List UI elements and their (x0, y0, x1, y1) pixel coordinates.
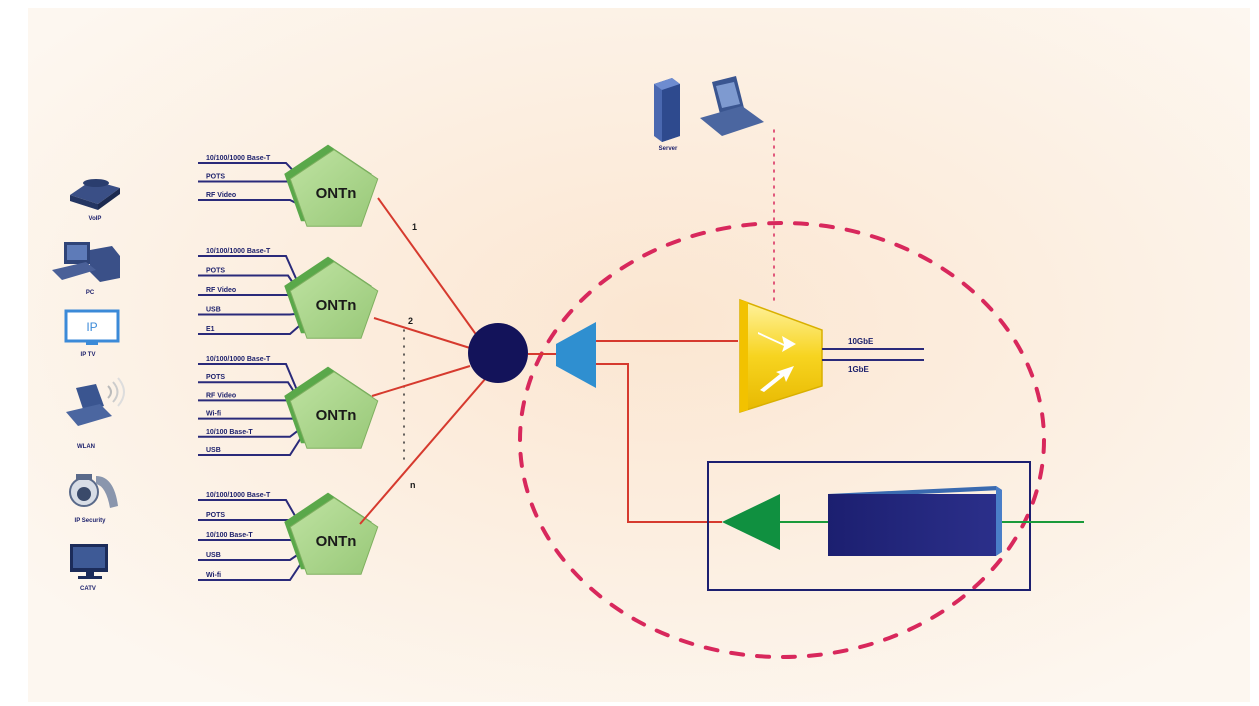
ont-port-label: 10/100 Base-T (206, 429, 253, 436)
ont-port-label: 10/100/1000 Base-T (206, 155, 271, 162)
ont-pentagon (289, 149, 379, 227)
ont-pentagon (289, 371, 379, 449)
branch-number: 2 (408, 316, 413, 326)
wdm-coupler (556, 322, 596, 388)
server-tower-icon (654, 78, 680, 142)
ont-port-label: RF Video (206, 392, 236, 399)
background-panel (28, 8, 1250, 702)
device-label-voip: VoIP (89, 216, 102, 222)
transmitter-block (828, 486, 1002, 556)
device-label-iptv: IP TV (81, 352, 96, 358)
pc-icon (52, 242, 120, 282)
device-label-catv: CATV (80, 586, 96, 592)
olt-arrow-lower (760, 366, 794, 392)
ip-security-camera-icon (69, 474, 118, 508)
amplifier-triangle (722, 494, 780, 550)
device-label-pc: PC (86, 290, 95, 296)
catv-icon (70, 544, 108, 579)
server-group: Server (654, 76, 764, 152)
voip-phone-icon (70, 179, 120, 210)
ont-port-label: POTS (206, 174, 225, 181)
ont-port-label: POTS (206, 374, 225, 381)
olt-output-1gbe-label: 1GbE (848, 365, 870, 374)
device-ip-security: IP Security (69, 474, 118, 524)
amplifier-enclosure (707, 461, 1031, 591)
fiber-link-1 (377, 197, 481, 341)
ont-port-label: 10/100 Base-T (206, 532, 253, 539)
ont-port-label: 10/100/1000 Base-T (206, 248, 271, 255)
coupler-to-amplifier (596, 363, 722, 523)
ont-label: ONTn (316, 407, 357, 424)
fiber-link-2 (373, 317, 471, 349)
ont-label: ONTn (316, 185, 357, 202)
splitter-node (468, 323, 528, 383)
ont-port-label: USB (206, 447, 221, 454)
device-label-wlan: WLAN (77, 444, 95, 450)
ont-port-label: RF Video (206, 287, 236, 294)
device-wlan: WLAN (66, 377, 125, 450)
branch-number: n (410, 480, 416, 490)
branch-number: 1 (412, 222, 417, 232)
device-voip: VoIP (70, 179, 120, 222)
fiber-link-n (359, 377, 487, 525)
ont-port-label: 10/100/1000 Base-T (206, 492, 271, 499)
laptop-icon (700, 76, 764, 136)
branch-labels: 1 2 n (408, 222, 417, 490)
ont-port-label: USB (206, 552, 221, 559)
ont-port-label: 10/100/1000 Base-T (206, 356, 271, 363)
ont-label: ONTn (316, 533, 357, 550)
ont-port-label: POTS (206, 512, 225, 519)
olt-output-10gbe-label: 10GbE (848, 337, 874, 346)
olt-arrow-upper (758, 332, 796, 352)
device-pc: PC (52, 242, 120, 296)
iptv-icon: IP (64, 309, 120, 345)
ont-pentagon (289, 261, 379, 339)
wlan-laptop-icon (66, 377, 125, 426)
ont-pentagon (289, 497, 379, 575)
ont-port-label: E1 (206, 326, 215, 333)
device-catv: CATV (70, 544, 108, 592)
ont-port-label: RF Video (206, 192, 236, 199)
ont-port-label: Wi-fi (206, 572, 221, 579)
ont-port-label: Wi-fi (206, 411, 221, 418)
fiber-link-3 (371, 365, 471, 397)
server-label: Server (659, 146, 678, 152)
ont-group: 10/100/1000 Base-T POTS 10/100 Base-T USB Wi… (198, 492, 379, 581)
device-iptv: IP IP TV (64, 309, 120, 358)
fiber-links (359, 197, 487, 525)
ont-port-label: POTS (206, 268, 225, 275)
device-label-ip-security: IP Security (75, 518, 107, 524)
ont-label: ONTn (316, 297, 357, 314)
dashed-coverage-circle (518, 221, 1046, 659)
olt-unit (739, 298, 823, 414)
iptv-screen-text: IP (86, 320, 97, 334)
ont-port-label: USB (206, 307, 221, 314)
ont-group: 10/100/1000 Base-T POTS RF Video ONTn (198, 144, 379, 227)
